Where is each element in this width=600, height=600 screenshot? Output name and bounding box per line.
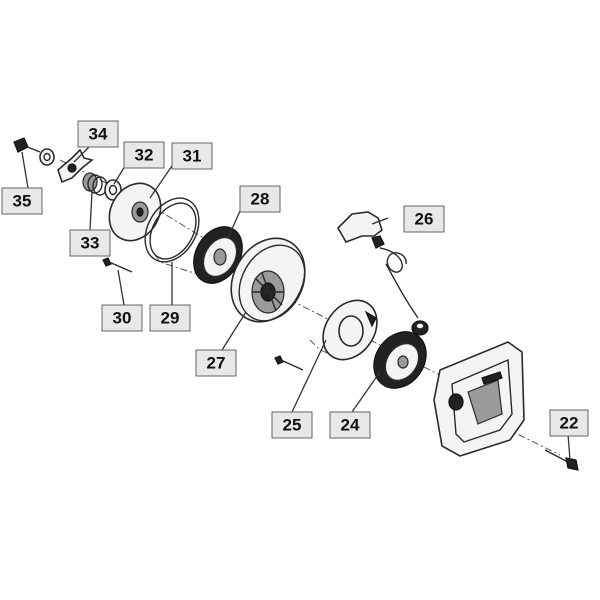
callout-22-text: 22: [560, 414, 579, 433]
callout-31-text: 31: [183, 147, 202, 166]
callout-25-text: 25: [283, 416, 302, 435]
callout-28: 28: [239, 185, 281, 213]
callout-22: 22: [549, 409, 589, 437]
callout-24: 24: [329, 411, 371, 439]
callout-34-text: 34: [89, 125, 108, 144]
part-bushing: [411, 320, 429, 336]
part-26-starter-handle: [337, 211, 419, 319]
part-washer-small: [39, 148, 55, 166]
callout-26-text: 26: [415, 210, 434, 229]
callout-32: 32: [123, 141, 165, 169]
callout-29: 29: [149, 304, 191, 332]
part-30-screw: [102, 257, 133, 273]
callout-35-text: 35: [13, 192, 32, 211]
part-starter-housing: [433, 341, 525, 457]
callout-30: 30: [101, 304, 143, 332]
part-34-pawl: [57, 148, 94, 184]
callout-30-text: 30: [113, 309, 132, 328]
callout-33: 33: [69, 229, 111, 257]
callout-27-text: 27: [207, 354, 226, 373]
callout-24-text: 24: [341, 416, 360, 435]
callout-25: 25: [271, 411, 313, 439]
part-35-screw: [13, 137, 41, 153]
callout-28-text: 28: [251, 190, 270, 209]
callout-33-text: 33: [81, 234, 100, 253]
part-33-spring: [82, 172, 108, 196]
callout-29-text: 29: [161, 309, 180, 328]
callout-32-text: 32: [135, 146, 154, 165]
part-29-ring: [144, 197, 200, 263]
part-screw-left: [274, 355, 304, 371]
callout-34: 34: [77, 120, 119, 148]
part-24-spring-housing: [373, 331, 427, 389]
callout-27: 27: [195, 349, 237, 377]
part-22-screw: [544, 449, 579, 471]
callout-26: 26: [403, 205, 445, 233]
callout-35: 35: [1, 187, 43, 215]
part-25-pawl-plate: [322, 299, 378, 361]
part-27-rope-pulley: [230, 237, 306, 323]
part-28-spring-cassette: [193, 226, 243, 284]
callout-31: 31: [171, 142, 213, 170]
